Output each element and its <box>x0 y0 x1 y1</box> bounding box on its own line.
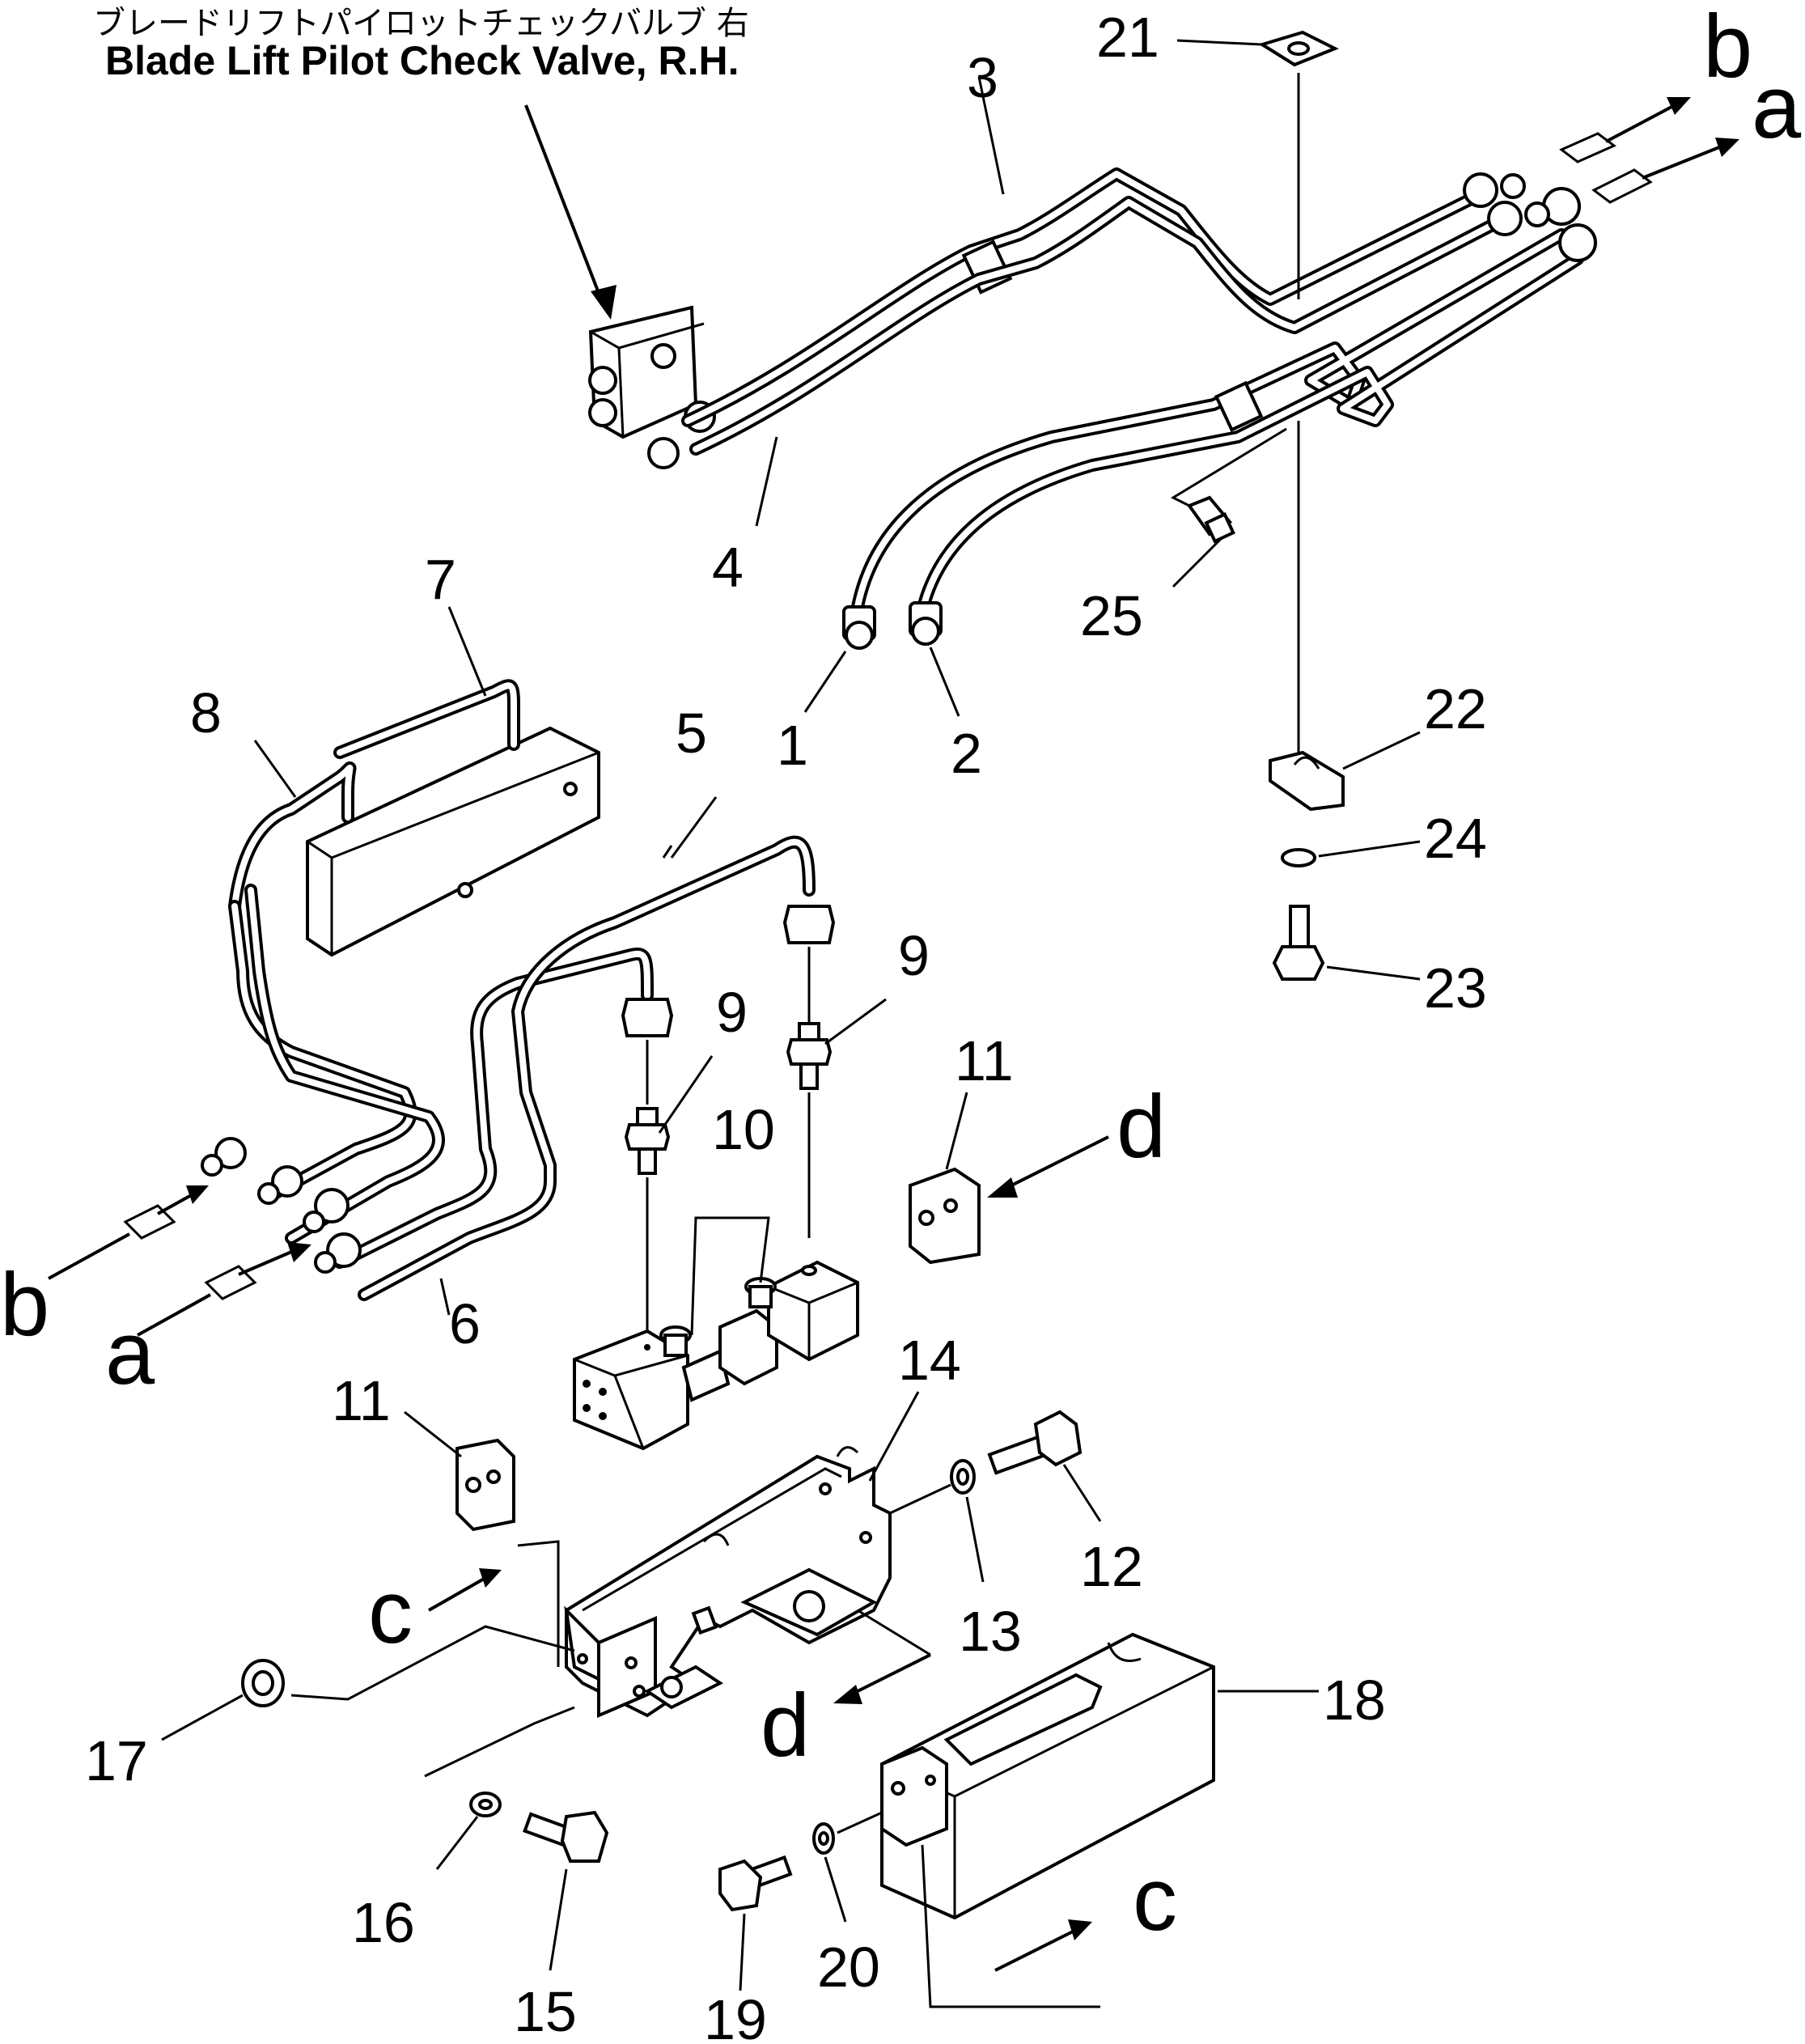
label-a-top: a <box>1752 57 1802 157</box>
callout-22: 22 <box>1424 677 1487 740</box>
arrow-d-right <box>987 1135 1109 1198</box>
callout-4: 4 <box>712 536 744 599</box>
callout-3: 3 <box>967 46 998 109</box>
bolt-19 <box>718 1855 793 1912</box>
callout-19: 19 <box>704 1988 767 2044</box>
callout-21: 21 <box>1096 6 1159 69</box>
callout-10: 10 <box>712 1098 775 1161</box>
washer-20 <box>812 1822 835 1855</box>
callout-24: 24 <box>1424 807 1487 870</box>
callout-17: 17 <box>85 1729 148 1792</box>
callout-16: 16 <box>352 1891 415 1954</box>
spacer-17 <box>241 1659 285 1707</box>
washer-24 <box>1281 848 1316 867</box>
callout-14: 14 <box>898 1329 961 1392</box>
callout-25: 25 <box>1080 584 1143 647</box>
plate-11-right <box>909 1167 981 1265</box>
label-b-left: b <box>0 1255 49 1355</box>
callout-leaders <box>161 39 1421 1991</box>
axis-17 <box>290 1625 575 1701</box>
callout-15: 15 <box>514 1980 577 2043</box>
bolt-23 <box>1272 905 1325 981</box>
cover-18 <box>880 1632 1215 1920</box>
fitting-9-right <box>786 1022 833 1090</box>
callout-11-right: 11 <box>955 1029 1014 1092</box>
axis-13 <box>889 1483 951 1515</box>
arrow-d-bottom <box>833 1609 931 1704</box>
callout-23: 23 <box>1424 956 1487 1020</box>
arrow-c-left <box>428 1540 560 1667</box>
callout-2: 2 <box>951 722 982 785</box>
fitting-9-left <box>624 1107 671 1175</box>
washer-16 <box>469 1792 502 1817</box>
pipe-7 <box>333 679 520 759</box>
callout-7: 7 <box>425 548 456 611</box>
label-b-top: b <box>1703 0 1752 96</box>
clamp-22 <box>1269 750 1345 812</box>
mounting-plate <box>306 726 600 957</box>
callout-8: 8 <box>190 681 222 744</box>
plate-11-left <box>455 1438 515 1532</box>
callout-13: 13 <box>959 1600 1022 1663</box>
leader-25-target <box>1170 427 1287 507</box>
pipe-8 <box>228 761 357 913</box>
upper-right-fittings <box>1463 172 1597 262</box>
label-c-bottom: c <box>1133 1850 1177 1949</box>
arrow-a-left <box>137 1242 311 1337</box>
label-d-bottom: d <box>761 1676 810 1775</box>
label-d-right: d <box>1116 1077 1166 1177</box>
callout-12: 12 <box>1080 1535 1143 1598</box>
callout-1: 1 <box>777 714 808 777</box>
pipe-6 <box>228 884 445 1245</box>
callout-5: 5 <box>676 702 707 765</box>
fitting-end-1 <box>842 605 876 650</box>
washer-13 <box>950 1459 976 1495</box>
callout-11-left: 11 <box>332 1369 391 1432</box>
label-c-left: c <box>368 1563 413 1662</box>
clamp-plate-21 <box>1258 30 1339 67</box>
callout-6: 6 <box>449 1292 481 1355</box>
nut-upper-6 <box>621 998 674 1037</box>
left-fittings <box>201 1137 362 1274</box>
title-english: Blade Lift Pilot Check Valve, R.H. <box>105 38 739 83</box>
check-valve-10 <box>573 1260 859 1451</box>
pipe-1 <box>851 228 1568 613</box>
axis-16 <box>424 1706 575 1778</box>
bolt-15 <box>523 1810 609 1863</box>
leader-10-bracket <box>690 1216 770 1336</box>
pipe-4 <box>689 196 1511 456</box>
plug-25 <box>1186 495 1235 544</box>
fitting-end-2 <box>909 601 943 646</box>
nut-upper-5 <box>782 905 836 944</box>
arrow-a-top <box>1591 138 1739 204</box>
pipe-5 <box>333 835 816 1301</box>
callout-9-left: 9 <box>716 981 748 1044</box>
label-a-left: a <box>105 1304 155 1403</box>
title-japanese: ブレードリフトパイロットチェックバルブ 右 <box>93 5 749 42</box>
axis-20 <box>837 1811 883 1834</box>
pipe-2 <box>916 252 1584 617</box>
arrow-b-top <box>1559 97 1691 163</box>
bracket-14 <box>564 1446 892 1719</box>
title-leader-arrow <box>524 104 616 320</box>
callout-18: 18 <box>1323 1669 1386 1732</box>
arrow-c-bottom <box>930 1919 1100 2008</box>
bolt-12 <box>987 1410 1083 1475</box>
callout-9-right: 9 <box>898 924 930 987</box>
callout-20: 20 <box>817 1936 880 1999</box>
arrow-b-left <box>48 1185 209 1280</box>
